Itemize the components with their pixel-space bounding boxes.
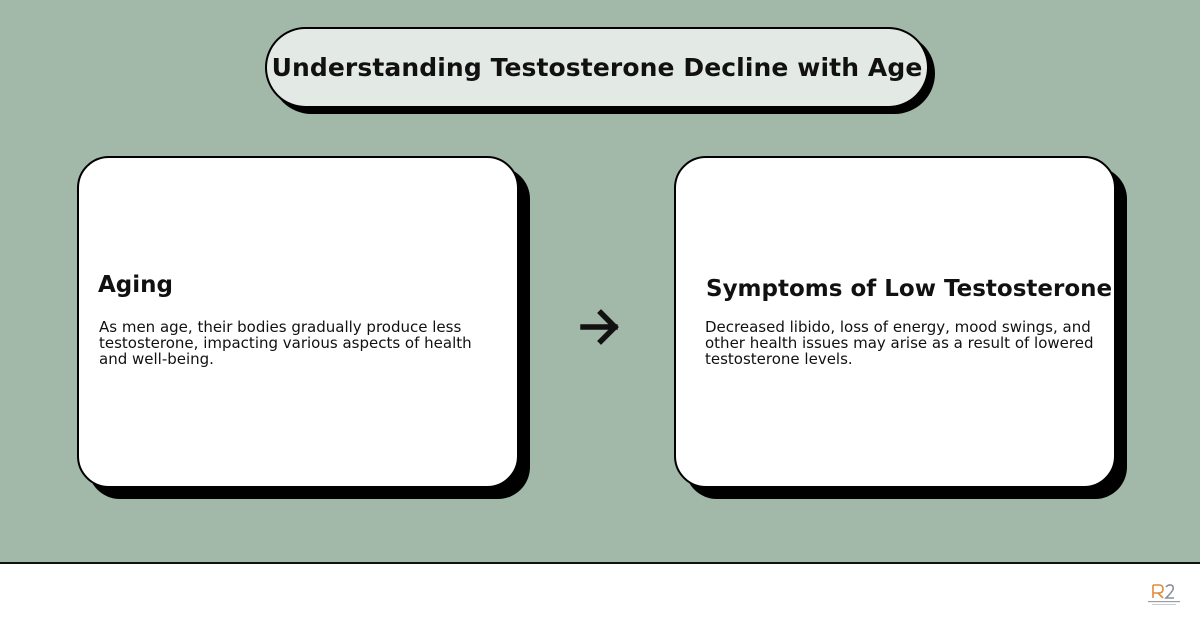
diagram-canvas: Understanding Testosterone Decline with … xyxy=(0,0,1200,564)
card-body: Decreased libido, loss of energy, mood s… xyxy=(705,318,1094,368)
r2-logo-icon xyxy=(1148,584,1180,605)
diagram-title: Understanding Testosterone Decline with … xyxy=(271,53,923,82)
arrow-right-icon xyxy=(580,309,619,345)
title-pill: Understanding Testosterone Decline with … xyxy=(265,27,929,108)
card-body: As men age, their bodies gradually produ… xyxy=(99,318,472,368)
card-heading: Aging xyxy=(98,272,173,298)
card-heading: Symptoms of Low Testosterone xyxy=(706,276,1113,302)
card-aging: Aging As men age, their bodies gradually… xyxy=(77,156,519,488)
card-symptoms: Symptoms of Low Testosterone Decreased l… xyxy=(674,156,1116,488)
